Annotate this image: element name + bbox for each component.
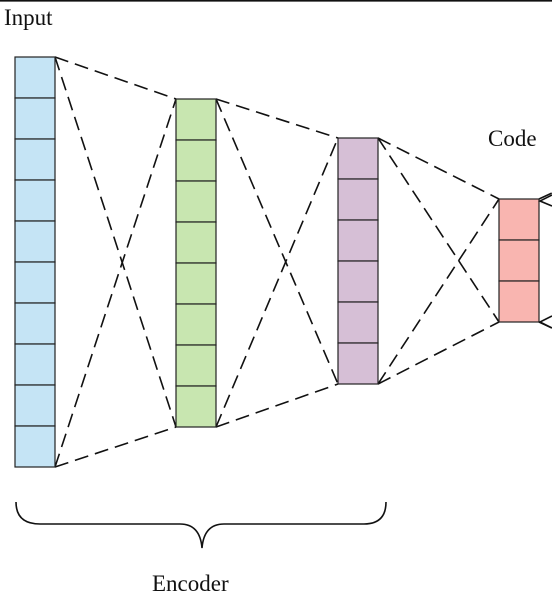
layer-input-cell xyxy=(14,56,56,99)
layer-input-cell xyxy=(14,179,56,222)
layer-hidden-2-cell xyxy=(337,342,379,385)
layer-hidden-2-cell xyxy=(337,178,379,221)
connection-lines xyxy=(54,56,552,468)
connection-hidden-2-code-bottom-top xyxy=(377,198,500,385)
layer-hidden-1 xyxy=(175,98,217,428)
layer-hidden-2-cell xyxy=(337,260,379,303)
layer-hidden-1-cell xyxy=(175,385,217,428)
layer-code-cell xyxy=(498,198,540,241)
layer-hidden-2 xyxy=(337,137,379,385)
connection-hidden-2-code-bottom-bottom xyxy=(377,321,500,385)
arrowhead-bottom xyxy=(538,315,552,329)
layer-code xyxy=(498,198,540,323)
code-outgoing-top-line xyxy=(538,192,552,200)
connection-hidden-2-code-top-bottom xyxy=(377,137,500,323)
arrowhead-top xyxy=(538,194,552,207)
layer-code-cell xyxy=(498,239,540,282)
layer-input-cell xyxy=(14,302,56,345)
layer-hidden-2-cell xyxy=(337,137,379,180)
connection-input-hidden-1-bottom-top xyxy=(54,98,177,468)
connection-input-hidden-1-top-top xyxy=(54,56,177,100)
layer-hidden-1-cell xyxy=(175,303,217,346)
layer-input-cell xyxy=(14,343,56,386)
code-arrowheads xyxy=(538,194,552,329)
layer-input-cell xyxy=(14,138,56,181)
connection-hidden-1-hidden-2-bottom-top xyxy=(215,137,339,428)
code-label: Code xyxy=(488,126,537,151)
layer-hidden-1-cell xyxy=(175,180,217,223)
input-label: Input xyxy=(4,5,53,30)
layer-hidden-1-cell xyxy=(175,221,217,264)
layer-hidden-2-cell xyxy=(337,301,379,344)
layer-hidden-1-cell xyxy=(175,344,217,387)
connection-hidden-1-hidden-2-top-top xyxy=(215,98,339,139)
layer-input xyxy=(14,56,56,468)
layer-hidden-1-cell xyxy=(175,139,217,182)
layer-code-cell xyxy=(498,280,540,323)
layer-hidden-2-cell xyxy=(337,219,379,262)
encoder-label: Encoder xyxy=(152,571,229,596)
connection-hidden-2-code-top-top xyxy=(377,137,500,200)
layer-input-cell xyxy=(14,220,56,263)
layers xyxy=(14,56,540,468)
connection-input-hidden-1-bottom-bottom xyxy=(54,426,177,468)
layer-input-cell xyxy=(14,97,56,140)
layer-input-cell xyxy=(14,384,56,427)
connection-hidden-1-hidden-2-top-bottom xyxy=(215,98,339,385)
encoder-brace xyxy=(15,501,387,549)
connection-hidden-1-hidden-2-bottom-bottom xyxy=(215,383,339,428)
layer-input-cell xyxy=(14,261,56,304)
layer-hidden-1-cell xyxy=(175,262,217,305)
layer-hidden-1-cell xyxy=(175,98,217,141)
connection-input-hidden-1-top-bottom xyxy=(54,56,177,428)
layer-input-cell xyxy=(14,425,56,468)
